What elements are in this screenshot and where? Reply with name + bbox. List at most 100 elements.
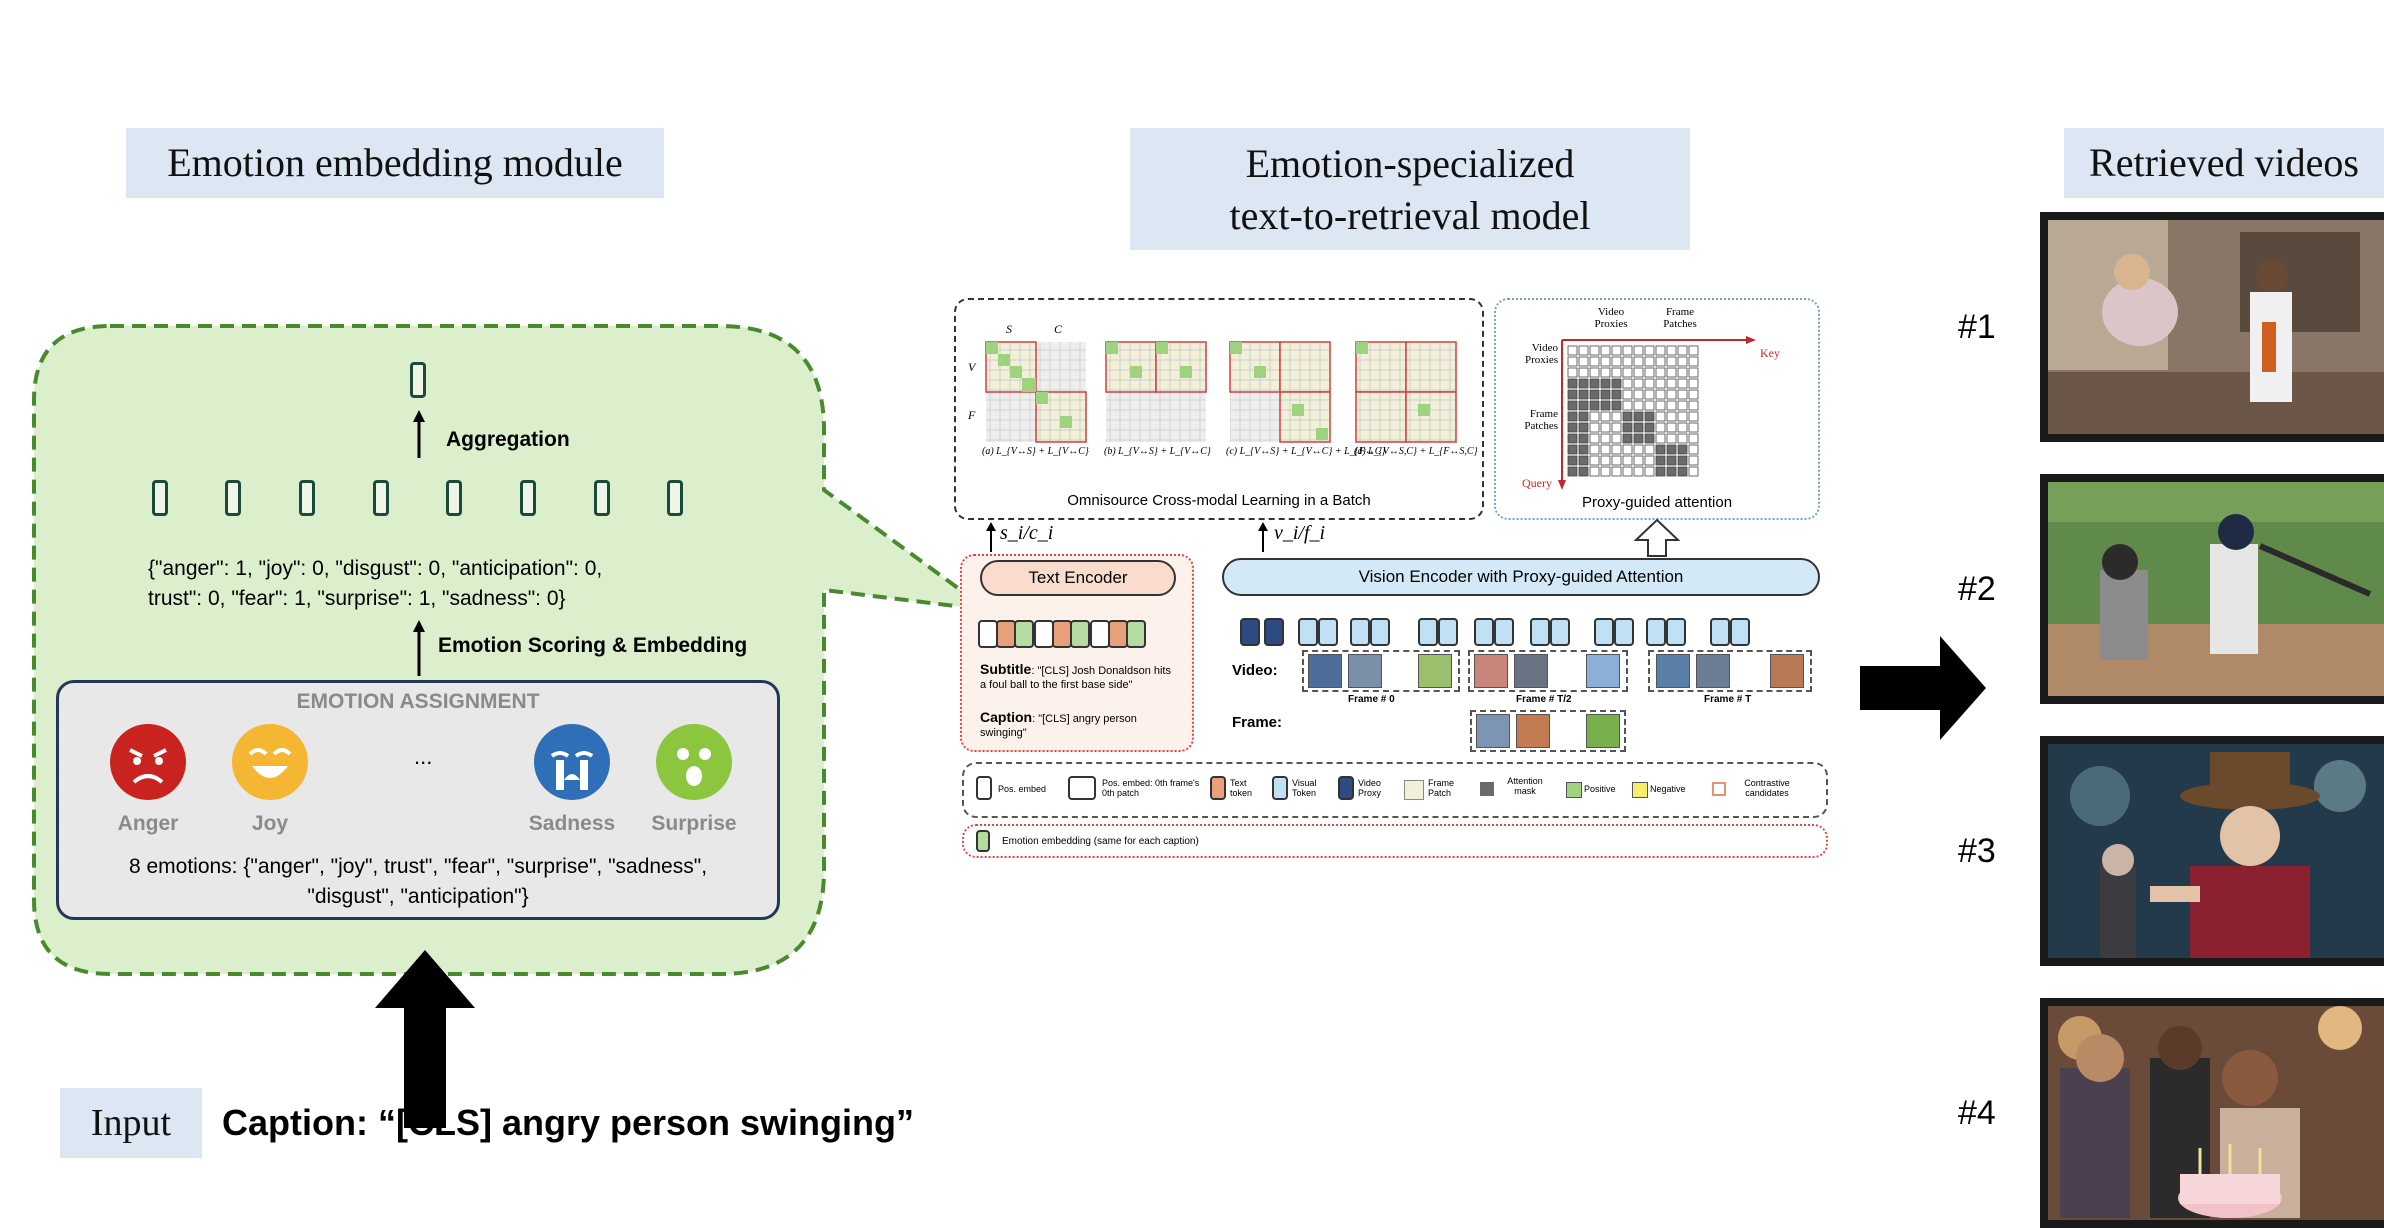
frame-thumb (1770, 654, 1804, 688)
attention-cell (1567, 422, 1578, 433)
attention-cell (1600, 367, 1611, 378)
frame-thumb (1516, 714, 1550, 748)
video-thumbnail-4[interactable] (2040, 998, 2384, 1228)
attention-cell (1622, 422, 1633, 433)
surprise-face-icon (656, 724, 732, 800)
attention-cell (1688, 400, 1699, 411)
attention-cell (1600, 433, 1611, 444)
text-encoder-box: Text Encoder (980, 560, 1176, 596)
attention-cell (1578, 444, 1589, 455)
emotion-pill (446, 480, 462, 516)
attention-cell (1655, 466, 1666, 477)
visual-token (1646, 618, 1666, 646)
attention-cell (1644, 367, 1655, 378)
emotion-pill (594, 480, 610, 516)
proxy-video-top: Video Proxies (1594, 306, 1628, 330)
retrieval-model-title-line1: Emotion-specialized (1245, 141, 1575, 186)
attention-cell (1611, 400, 1622, 411)
legend-mask: Attention mask (1507, 776, 1543, 796)
text-token (1090, 620, 1110, 648)
video-thumbnail-1[interactable] (2040, 212, 2384, 442)
joy-label: Joy (251, 812, 289, 835)
emotion-list-line2: "disgust", "anticipation"} (307, 885, 529, 908)
attention-cell (1644, 389, 1655, 400)
text-token (1052, 620, 1072, 648)
vision-encoder-box: Vision Encoder with Proxy-guided Attenti… (1222, 558, 1820, 596)
video-thumbnail-3[interactable] (2040, 736, 2384, 966)
attention-cell (1677, 389, 1688, 400)
frame-thumb (1476, 714, 1510, 748)
attention-cell (1655, 356, 1666, 367)
proxy-frame-left: Frame Patches (1524, 408, 1558, 432)
matrix-d (1355, 341, 1457, 443)
attention-cell (1688, 345, 1699, 356)
frame-thumb (1586, 714, 1620, 748)
subtitle-label: Subtitle (980, 661, 1032, 677)
video-proxy-token (1240, 618, 1260, 646)
legend-pos2-icon (1068, 776, 1096, 800)
attention-cell (1589, 433, 1600, 444)
omni-sub-b: (b) L_{V↔S} + L_{V↔C} (1104, 446, 1211, 457)
legend-visual-icon (1272, 776, 1288, 800)
attention-cell (1578, 367, 1589, 378)
input-label-box: Input (60, 1088, 202, 1158)
scoring-label: Emotion Scoring & Embedding (438, 634, 748, 657)
attention-cell (1644, 400, 1655, 411)
attention-cell (1666, 345, 1677, 356)
sadness-label: Sadness (528, 812, 616, 835)
attention-cell (1567, 433, 1578, 444)
attention-cell (1677, 422, 1688, 433)
surprise-label: Surprise (651, 812, 737, 835)
caption-block: Caption: "[CLS] angry person swinging" (980, 710, 1180, 740)
video-proxy-token (1264, 618, 1284, 646)
attention-cell (1567, 455, 1578, 466)
attention-cell (1666, 444, 1677, 455)
attention-cell (1677, 455, 1688, 466)
attention-cell (1677, 400, 1688, 411)
proxy-attention-title: Proxy-guided attention (1581, 494, 1733, 511)
frame-thumb (1474, 654, 1508, 688)
attention-cell (1644, 422, 1655, 433)
attention-cell (1666, 466, 1677, 477)
attention-cell (1677, 411, 1688, 422)
attention-cell (1567, 400, 1578, 411)
text-token (996, 620, 1016, 648)
legend-negative-icon (1632, 782, 1648, 798)
attention-cell (1622, 411, 1633, 422)
frame-thumb (1418, 654, 1452, 688)
text-token (1034, 620, 1054, 648)
attention-cell (1688, 356, 1699, 367)
omni-f-label: F (968, 408, 976, 422)
attention-cell (1622, 378, 1633, 389)
attention-cell (1578, 345, 1589, 356)
attention-cell (1633, 466, 1644, 477)
input-label: Input (90, 1102, 172, 1144)
attention-cell (1688, 422, 1699, 433)
attention-cell (1600, 411, 1611, 422)
omnisource-title: Omnisource Cross-modal Learning in a Bat… (1067, 492, 1371, 509)
text-encoder-label: Text Encoder (1028, 568, 1128, 587)
visual-token (1350, 618, 1370, 646)
attention-cell (1666, 378, 1677, 389)
caption-text: : "[CLS] angry person swinging" (980, 713, 1137, 739)
attention-cell (1622, 433, 1633, 444)
attention-cell (1633, 367, 1644, 378)
frame-group-t (1648, 650, 1812, 692)
attention-cell (1600, 356, 1611, 367)
emotion-legend-box (962, 824, 1828, 858)
attention-cell (1633, 378, 1644, 389)
attention-cell (1589, 411, 1600, 422)
legend-pos2: Pos. embed: 0th frame's 0th patch (1102, 778, 1200, 798)
attention-cell (1600, 400, 1611, 411)
visual-token (1474, 618, 1494, 646)
attention-cell (1655, 422, 1666, 433)
legend-contrastive: Contrastive candidates (1744, 778, 1790, 798)
visual-token (1298, 618, 1318, 646)
frame-thumb (1348, 654, 1382, 688)
video-thumbnail-2[interactable] (2040, 474, 2384, 704)
text-side-label: s_i/c_i (1000, 522, 1054, 544)
attention-cell (1688, 466, 1699, 477)
matrix-b (1105, 341, 1207, 442)
vision-side-label: v_i/f_i (1274, 522, 1326, 544)
attention-cell (1567, 367, 1578, 378)
